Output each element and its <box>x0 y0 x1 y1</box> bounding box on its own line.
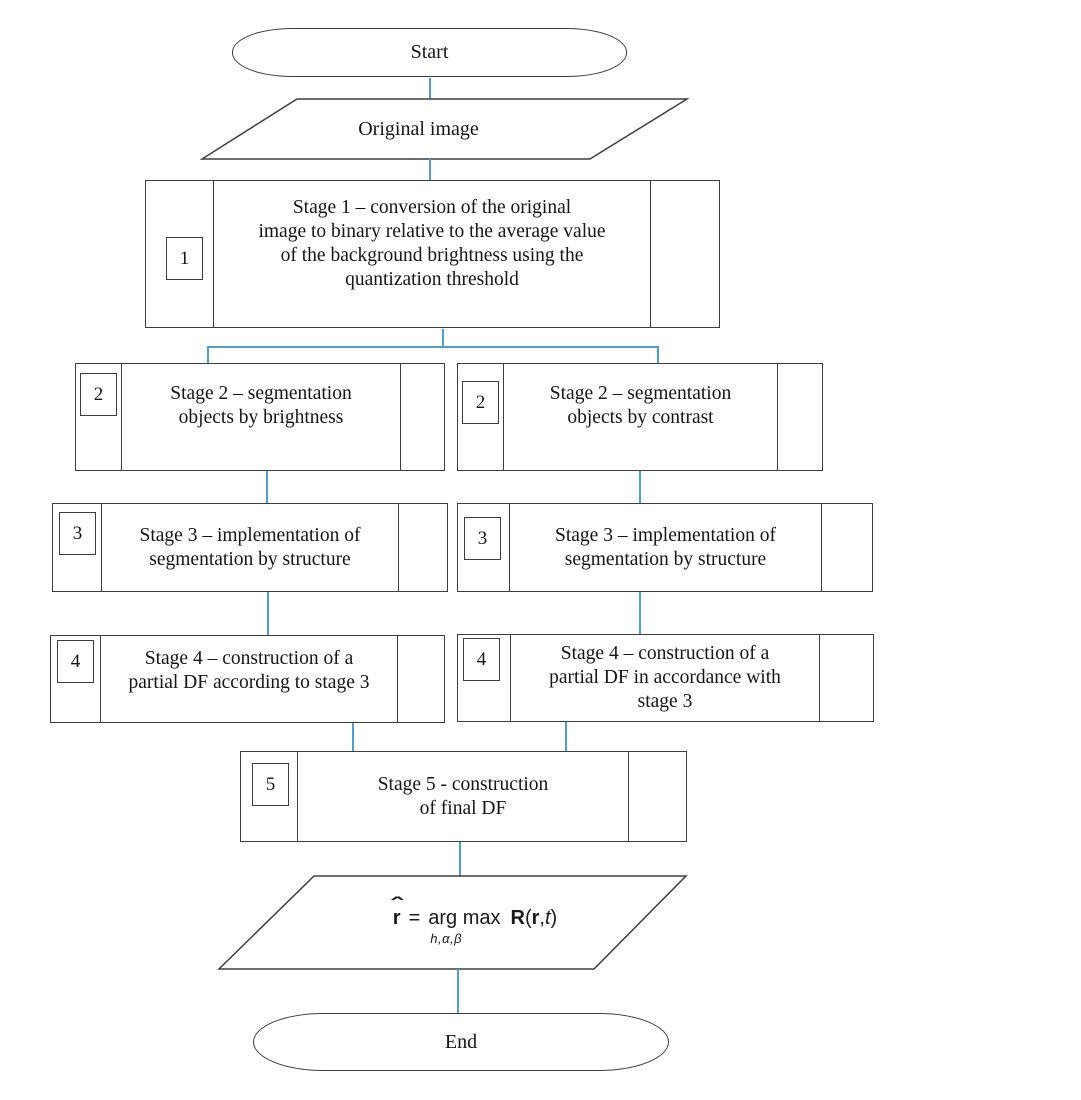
end-label: End <box>444 1030 478 1053</box>
stage-text-line: partial DF according to stage 3 <box>128 672 370 693</box>
stage2-right-text: Stage 2 – segmentation objects by contra… <box>507 364 774 470</box>
stage4-left-text: Stage 4 – construction of a partial DF a… <box>104 636 394 722</box>
stage4-right-number-badge: 4 <box>463 638 500 681</box>
stage3r-right-cell <box>821 504 872 591</box>
connector-start-input <box>429 78 431 100</box>
parallelogram-shape <box>200 98 689 160</box>
stage5-right-cell <box>628 752 686 841</box>
stage-text-line: of final DF <box>419 797 507 819</box>
process-stage2-left: 2 Stage 2 – segmentation objects by brig… <box>75 363 445 471</box>
formula-t: t <box>544 907 551 929</box>
process-stage1: 1 Stage 1 – conversion of the original i… <box>145 180 720 328</box>
connector-s5-formula <box>459 842 461 876</box>
stage1-text-line: quantization threshold <box>345 269 519 290</box>
stage-text-line: objects by contrast <box>567 407 714 428</box>
stage2-right-number: 2 <box>475 391 486 413</box>
terminator-end: End <box>253 1013 669 1071</box>
stage5-number: 5 <box>265 773 276 795</box>
stage-text-line: objects by brightness <box>178 407 344 428</box>
stage3-right-number-badge: 3 <box>464 517 501 560</box>
stage3-right-number: 3 <box>477 527 488 549</box>
connector-s2r-s3r <box>639 471 641 503</box>
stage4-left-number: 4 <box>70 650 81 672</box>
stage2-right-cell <box>400 364 444 470</box>
stage1-number: 1 <box>179 247 190 269</box>
stage-text-line: Stage 2 – segmentation <box>170 383 352 404</box>
stage2-left-number: 2 <box>93 383 104 405</box>
connector-split-left-drop <box>207 348 209 364</box>
formula-comma: , <box>539 907 545 929</box>
stage4-right-number: 4 <box>476 648 487 670</box>
stage-text-line: Stage 4 – construction of a <box>144 648 354 669</box>
stage-text-line: segmentation by structure <box>149 548 351 570</box>
connector-s3r-s4r <box>639 592 641 634</box>
process-stage5: 5 Stage 5 - construction of final DF <box>240 751 687 842</box>
terminator-start: Start <box>232 28 627 77</box>
stage2r-right-cell <box>777 364 822 470</box>
formula-R: R <box>510 907 525 929</box>
stage1-text-line: of the background brightness using the <box>280 245 584 266</box>
formula-subscript: h,α,β <box>430 931 463 946</box>
formula-r-vec: r <box>531 907 540 929</box>
stage-text-line: Stage 3 – implementation of <box>139 524 361 546</box>
stage3-right-text: Stage 3 – implementation of segmentation… <box>513 504 818 591</box>
formula-equals: = <box>408 907 421 929</box>
stage-text-line: stage 3 <box>637 691 693 712</box>
process-stage3-right: 3 Stage 3 – implementation of segmentati… <box>457 503 873 592</box>
stage-text-line: segmentation by structure <box>564 548 767 570</box>
stage1-text-line: Stage 1 – conversion of the original <box>292 197 572 218</box>
connector-stage1-exit <box>442 329 444 347</box>
stage4r-right-cell <box>819 635 873 721</box>
process-stage3-left: 3 Stage 3 – implementation of segmentati… <box>52 503 448 592</box>
stage5-text: Stage 5 - construction of final DF <box>301 752 625 841</box>
connector-formula-end <box>457 969 459 1013</box>
stage-text-line: Stage 4 – construction of a <box>560 643 770 664</box>
formula-rparen: ) <box>550 907 558 929</box>
stage2-left-text: Stage 2 – segmentation objects by bright… <box>125 364 397 470</box>
stage3-left-number-badge: 3 <box>59 512 96 555</box>
stage-text-line: partial DF in accordance with <box>549 667 781 688</box>
connector-s4l-s5 <box>352 723 354 752</box>
stage3-left-number: 3 <box>72 522 83 544</box>
connector-split-horizontal <box>207 346 659 348</box>
stage3-left-text: Stage 3 – implementation of segmentation… <box>105 504 395 591</box>
stage2-right-number-badge: 2 <box>462 381 499 424</box>
stage3l-right-cell <box>398 504 447 591</box>
io-original-image: Original image <box>200 98 689 160</box>
stage1-text: Stage 1 – conversion of the original ima… <box>217 181 647 327</box>
stage-text-line: Stage 5 - construction <box>377 773 549 795</box>
start-label: Start <box>410 41 449 63</box>
connector-s2l-s3l <box>266 471 268 503</box>
stage5-number-badge: 5 <box>252 763 289 806</box>
stage1-right-cell <box>650 181 719 327</box>
stage-text-line: Stage 3 – implementation of <box>555 524 776 546</box>
stage4-right-text: Stage 4 – construction of a partial DF i… <box>514 635 816 721</box>
stage-text-line: Stage 2 – segmentation <box>549 383 732 404</box>
stage4l-right-cell <box>397 636 444 722</box>
stage1-text-line: image to binary relative to the average … <box>258 221 606 242</box>
hat-accent: ˆ <box>390 895 403 917</box>
connector-s3l-s4l <box>267 592 269 635</box>
stage2-left-number-badge: 2 <box>80 373 117 416</box>
process-stage4-right: 4 Stage 4 – construction of a partial DF… <box>457 634 874 722</box>
process-stage2-right: 2 Stage 2 – segmentation objects by cont… <box>457 363 823 471</box>
input-label: Original image <box>358 117 479 140</box>
parallelogram-outline <box>217 875 688 970</box>
stage1-number-badge: 1 <box>166 237 203 280</box>
formula-lparen: ( <box>524 907 532 929</box>
process-stage4-left: 4 Stage 4 – construction of a partial DF… <box>50 635 445 723</box>
connector-split-right-drop <box>657 348 659 364</box>
parallelogram-shape <box>217 875 688 970</box>
stage4-left-number-badge: 4 <box>57 640 94 683</box>
parallelogram-outline <box>200 98 689 160</box>
connector-s4r-s5 <box>565 722 567 752</box>
connector-input-stage1 <box>429 159 431 180</box>
